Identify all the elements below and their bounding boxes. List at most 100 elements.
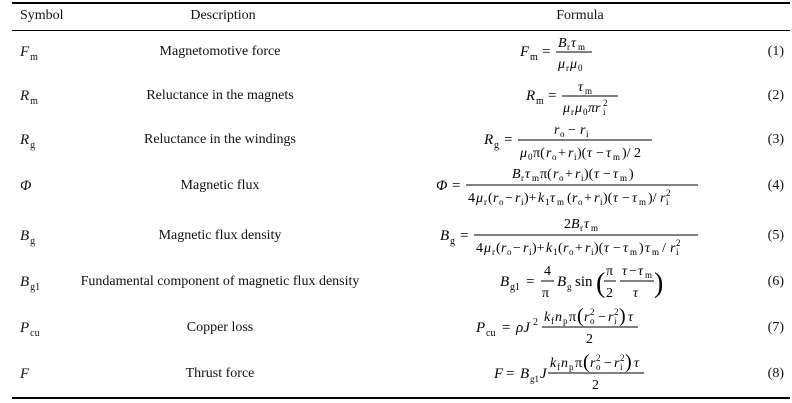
svg-text:): ) [619,305,626,327]
svg-text:m: m [536,96,544,107]
svg-text:)(: )( [577,146,587,161]
svg-text:sin: sin [575,274,593,290]
svg-text:p: p [569,362,574,372]
svg-text:o: o [560,129,565,139]
svg-text:ρJ: ρJ [515,320,531,336]
svg-text:4: 4 [476,241,483,256]
svg-text:r: r [523,241,529,256]
svg-text:B: B [512,167,521,182]
svg-text:r: r [660,191,666,206]
svg-text:2: 2 [564,217,571,232]
svg-text:B: B [500,274,509,290]
svg-text:i: i [529,247,532,257]
svg-text:B: B [571,217,580,232]
svg-text:i: i [591,247,594,257]
svg-text:+: + [575,241,583,256]
top-rule [12,2,790,4]
svg-text:r: r [670,241,676,256]
equation-number: (1) [767,44,784,59]
svg-text:2: 2 [533,317,538,328]
svg-text:): ) [629,167,634,182]
svg-text:B: B [520,366,529,382]
symbol-cell: Rg [20,132,36,151]
svg-text:−: − [568,123,576,138]
svg-text:r: r [563,241,569,256]
svg-text:F: F [493,366,504,382]
equation-number: (5) [767,228,784,243]
svg-text:i: i [521,197,524,207]
header-description: Description [190,8,256,23]
svg-text:μ: μ [562,101,570,116]
svg-text:4: 4 [468,191,475,206]
svg-text:r: r [521,173,524,183]
svg-text:): ) [654,268,663,299]
svg-text:τ: τ [578,80,584,95]
svg-text:r: r [567,42,570,52]
svg-text:−: − [603,167,611,182]
svg-text:B: B [440,228,449,244]
svg-text:τ: τ [584,217,590,232]
svg-text:o: o [578,197,583,207]
svg-text:m: m [591,223,598,233]
svg-text:m: m [532,173,539,183]
svg-text:g1: g1 [530,374,539,384]
svg-text:m: m [557,197,564,207]
svg-text:k: k [538,191,545,206]
svg-text:r: r [546,146,552,161]
svg-text:i: i [574,152,577,162]
equation-number: (8) [767,366,784,381]
svg-text:2: 2 [590,307,595,317]
svg-text:π(: π( [533,146,545,161]
svg-text:+: + [565,167,573,182]
svg-text:2: 2 [620,353,625,363]
svg-text:=: = [548,88,556,104]
svg-text:−: − [613,241,621,256]
description-cell: Fundamental component of magnetic flux d… [80,274,360,289]
svg-text:m: m [585,86,592,96]
svg-text:−: − [513,241,521,256]
svg-text:−: − [622,191,630,206]
svg-text:2: 2 [606,286,613,301]
svg-text:−: − [598,310,606,325]
svg-text:m: m [645,270,652,280]
svg-text:2: 2 [586,332,593,347]
table-row: Bg1 Fundamental component of magnetic fl… [0,264,792,301]
svg-text:τ: τ [632,191,638,206]
svg-text:=: = [460,228,468,244]
svg-text:=: = [542,44,550,60]
svg-text:F: F [519,44,530,60]
svg-text:r: r [614,356,620,371]
svg-text:0: 0 [528,152,533,162]
svg-text:(: ( [488,191,493,206]
svg-text:τ: τ [525,167,531,182]
svg-text:)/ 2: )/ 2 [622,146,641,161]
svg-text:i: i [600,197,603,207]
svg-text:=: = [504,132,512,148]
svg-text:τ: τ [628,310,634,325]
header-rule [12,30,790,31]
svg-text:n: n [555,310,562,325]
svg-text:P: P [475,320,485,336]
svg-text:(: ( [577,305,584,327]
svg-text:i: i [614,316,617,326]
svg-text:)/: )/ [648,191,657,206]
svg-text:): ) [639,241,644,256]
svg-text:π: π [542,286,549,301]
svg-text:μ: μ [519,146,527,161]
svg-text:B: B [557,274,566,290]
svg-text:2: 2 [603,98,608,108]
svg-text:(: ( [596,268,605,299]
svg-text:(: ( [567,191,572,206]
svg-text:Φ: Φ [436,178,448,194]
